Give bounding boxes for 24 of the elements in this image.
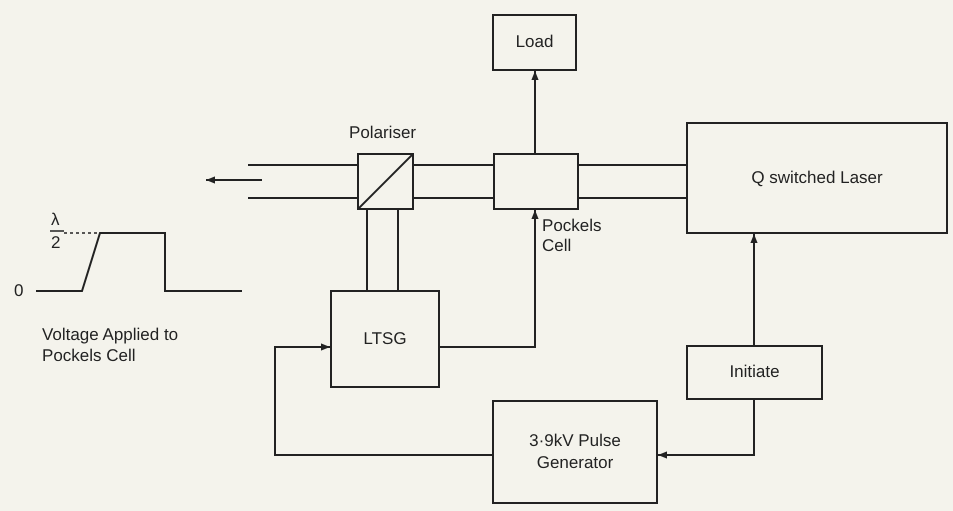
box-label: 3·9kV Pulse Generator	[528, 430, 622, 474]
connector-line	[248, 164, 357, 166]
box-label: Load	[516, 31, 554, 54]
arrow	[658, 400, 755, 459]
axis-label: 0	[14, 280, 24, 302]
fraction-denominator: 2	[51, 232, 60, 254]
connector-line	[414, 197, 493, 199]
component-label: Polariser	[349, 123, 416, 144]
box-label: Initiate	[729, 361, 780, 384]
connector-line	[248, 197, 357, 199]
fraction-numerator: λ	[51, 209, 60, 230]
arrow	[440, 210, 539, 348]
connector-line	[414, 164, 493, 166]
arrow	[750, 234, 758, 345]
component-label: Pockels Cell	[542, 216, 602, 257]
box-label: Q switched Laser	[751, 166, 883, 189]
connector-line	[366, 210, 368, 290]
box-label: LTSG	[363, 328, 407, 350]
arrow	[274, 343, 492, 456]
arrow	[531, 71, 539, 153]
caption: Voltage Applied to Pockels Cell	[42, 324, 180, 366]
connector-line	[579, 164, 686, 166]
connector-line	[397, 210, 399, 290]
connector-line	[579, 197, 686, 199]
